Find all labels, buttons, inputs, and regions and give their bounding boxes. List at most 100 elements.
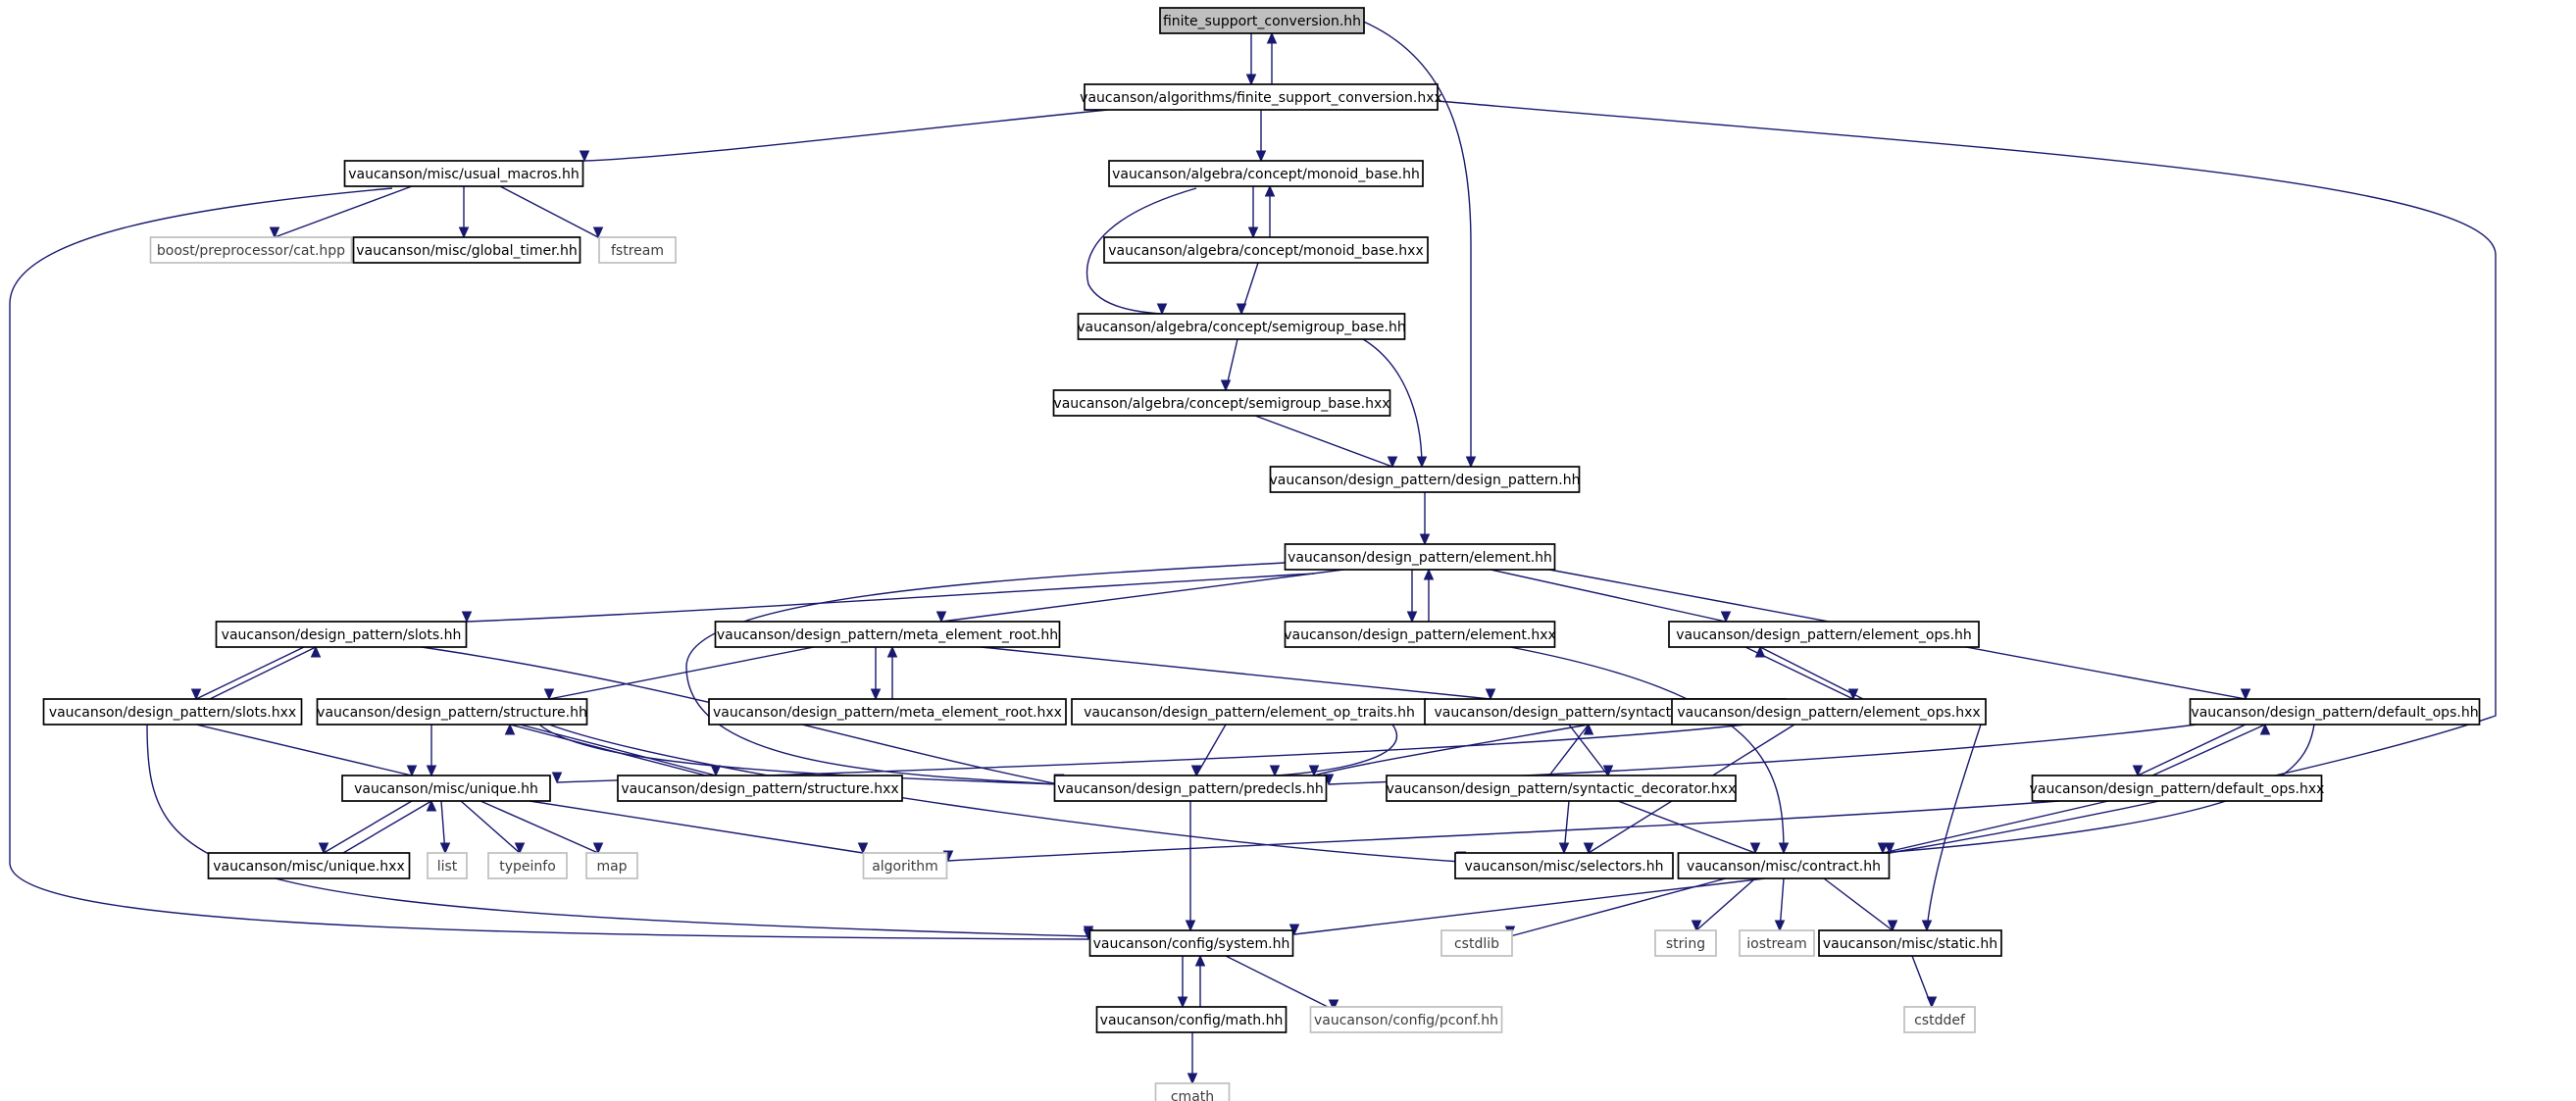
edge-arrowhead xyxy=(1884,842,1895,855)
node-label: vaucanson/design_pattern/slots.hxx xyxy=(49,705,296,721)
node-label: vaucanson/algorithms/finite_support_conv… xyxy=(1080,90,1442,106)
node-label: string xyxy=(1666,936,1705,952)
node-box xyxy=(341,775,551,802)
file-node[interactable]: vaucanson/design_pattern/structure.hh xyxy=(316,698,588,726)
node-box xyxy=(1159,7,1365,34)
root-file-node: finite_support_conversion.hh xyxy=(1159,7,1365,34)
file-node[interactable]: vaucanson/design_pattern/element.hh xyxy=(1284,543,1556,571)
file-node[interactable]: vaucanson/design_pattern/syntactic_decor… xyxy=(1386,775,1737,802)
file-node[interactable]: vaucanson/design_pattern/element_op_trai… xyxy=(1071,698,1428,726)
file-node[interactable]: vaucanson/misc/static.hh xyxy=(1818,929,2002,957)
node-label: cmath xyxy=(1171,1089,1214,1101)
edge-arrowhead xyxy=(2240,688,2251,701)
edge-arrowhead xyxy=(1328,999,1339,1012)
external-header-node: cstddef xyxy=(1903,1006,1976,1033)
edge-arrowhead xyxy=(1187,1073,1198,1085)
edge-arrowhead xyxy=(1558,842,1570,855)
node-box xyxy=(1903,1006,1976,1033)
node-box xyxy=(1739,929,1815,957)
file-node[interactable]: vaucanson/algebra/concept/monoid_base.hh xyxy=(1108,160,1424,187)
edge-arrowhead xyxy=(406,765,418,777)
include-edge xyxy=(1617,800,1756,854)
include-edge xyxy=(529,800,864,854)
node-box xyxy=(343,160,584,187)
external-header-node: list xyxy=(427,852,468,879)
node-label: cstddef xyxy=(1914,1013,1966,1028)
node-box xyxy=(1095,1006,1288,1033)
node-box xyxy=(585,852,638,879)
file-node[interactable]: vaucanson/misc/usual_macros.hh xyxy=(343,160,584,187)
file-node[interactable]: vaucanson/algebra/concept/semigroup_base… xyxy=(1052,389,1391,417)
include-edge xyxy=(1362,338,1423,468)
node-box xyxy=(1654,929,1717,957)
node-label: vaucanson/design_pattern/syntactic_decor… xyxy=(1387,781,1737,797)
edge-arrowhead xyxy=(2259,723,2271,735)
node-box xyxy=(215,621,468,648)
node-label: vaucanson/design_pattern/meta_element_ro… xyxy=(717,627,1058,643)
edge-arrowhead xyxy=(426,765,437,777)
node-label: boost/preprocessor/cat.hpp xyxy=(157,243,345,259)
node-box xyxy=(1284,621,1556,648)
edge-arrowhead xyxy=(1416,456,1428,469)
file-node[interactable]: vaucanson/algebra/concept/monoid_base.hx… xyxy=(1103,236,1429,264)
node-box xyxy=(1053,775,1328,802)
file-node[interactable]: vaucanson/design_pattern/meta_element_ro… xyxy=(714,621,1061,648)
external-header-node: algorithm xyxy=(862,852,948,879)
file-node[interactable]: vaucanson/design_pattern/slots.hxx xyxy=(42,698,303,726)
file-node[interactable]: vaucanson/design_pattern/default_ops.hxx xyxy=(2030,775,2325,802)
edge-arrowhead xyxy=(857,842,869,855)
edge-arrowhead xyxy=(935,611,947,624)
external-header-node: typeinfo xyxy=(487,852,568,879)
edge-arrowhead xyxy=(1926,996,1938,1009)
file-node[interactable]: vaucanson/design_pattern/predecls.hh xyxy=(1053,775,1328,802)
file-node[interactable]: vaucanson/design_pattern/slots.hh xyxy=(215,621,468,648)
node-box xyxy=(1818,929,2002,957)
file-node[interactable]: vaucanson/misc/unique.hh xyxy=(341,775,551,802)
node-box xyxy=(1088,929,1294,957)
edge-arrowhead xyxy=(1406,611,1418,624)
file-node[interactable]: vaucanson/misc/selectors.hh xyxy=(1454,852,1674,879)
edge-arrowhead xyxy=(1220,379,1232,392)
node-label: vaucanson/misc/static.hh xyxy=(1823,936,1997,952)
node-box xyxy=(487,852,568,879)
include-edge xyxy=(583,109,1109,162)
file-node[interactable]: vaucanson/design_pattern/structure.hxx xyxy=(617,775,903,802)
file-node[interactable]: vaucanson/misc/unique.hxx xyxy=(207,852,411,879)
edge-arrowhead xyxy=(543,688,555,701)
file-node[interactable]: vaucanson/design_pattern/element_ops.hxx xyxy=(1671,698,1987,726)
file-node[interactable]: vaucanson/design_pattern/default_ops.hh xyxy=(2189,698,2481,726)
include-edge xyxy=(685,561,1305,785)
include-edge xyxy=(1360,20,1472,467)
file-node[interactable]: vaucanson/algorithms/finite_support_conv… xyxy=(1080,83,1442,111)
node-label: fstream xyxy=(611,243,664,259)
edge-arrowhead xyxy=(1419,533,1431,546)
include-edge xyxy=(466,573,1315,623)
include-edge xyxy=(195,646,305,700)
file-node[interactable]: vaucanson/misc/global_timer.hh xyxy=(352,236,581,264)
file-node[interactable]: vaucanson/config/math.hh xyxy=(1095,1006,1288,1033)
node-box xyxy=(316,698,588,726)
file-node[interactable]: vaucanson/algebra/concept/semigroup_base… xyxy=(1077,313,1406,340)
file-node[interactable]: vaucanson/design_pattern/element.hxx xyxy=(1284,621,1556,648)
include-edge xyxy=(1490,569,1727,623)
node-box xyxy=(714,621,1061,648)
edge-arrowhead xyxy=(1583,723,1594,735)
include-edge xyxy=(1695,724,2315,867)
file-node[interactable]: vaucanson/design_pattern/element_ops.hh xyxy=(1668,621,1980,648)
file-node[interactable]: vaucanson/design_pattern/meta_element_ro… xyxy=(708,698,1067,726)
node-label: vaucanson/design_pattern/meta_element_ro… xyxy=(713,705,1062,721)
include-edge xyxy=(1926,724,1982,931)
edge-arrowhead xyxy=(2132,765,2144,777)
file-node[interactable]: vaucanson/config/system.hh xyxy=(1088,929,1294,957)
file-node[interactable]: vaucanson/design_pattern/design_pattern.… xyxy=(1269,466,1581,493)
file-node[interactable]: vaucanson/design_pattern/syntactic_decor… xyxy=(1424,698,1787,726)
node-label: vaucanson/design_pattern/element.hxx xyxy=(1284,627,1556,643)
file-node[interactable]: vaucanson/misc/contract.hh xyxy=(1677,852,1891,879)
node-box xyxy=(1677,852,1891,879)
node-label: vaucanson/config/system.hh xyxy=(1093,936,1290,952)
node-label: vaucanson/misc/selectors.hh xyxy=(1465,859,1664,875)
include-edge xyxy=(499,185,599,238)
edge-arrowhead xyxy=(1754,645,1766,658)
node-box xyxy=(1154,1082,1231,1101)
